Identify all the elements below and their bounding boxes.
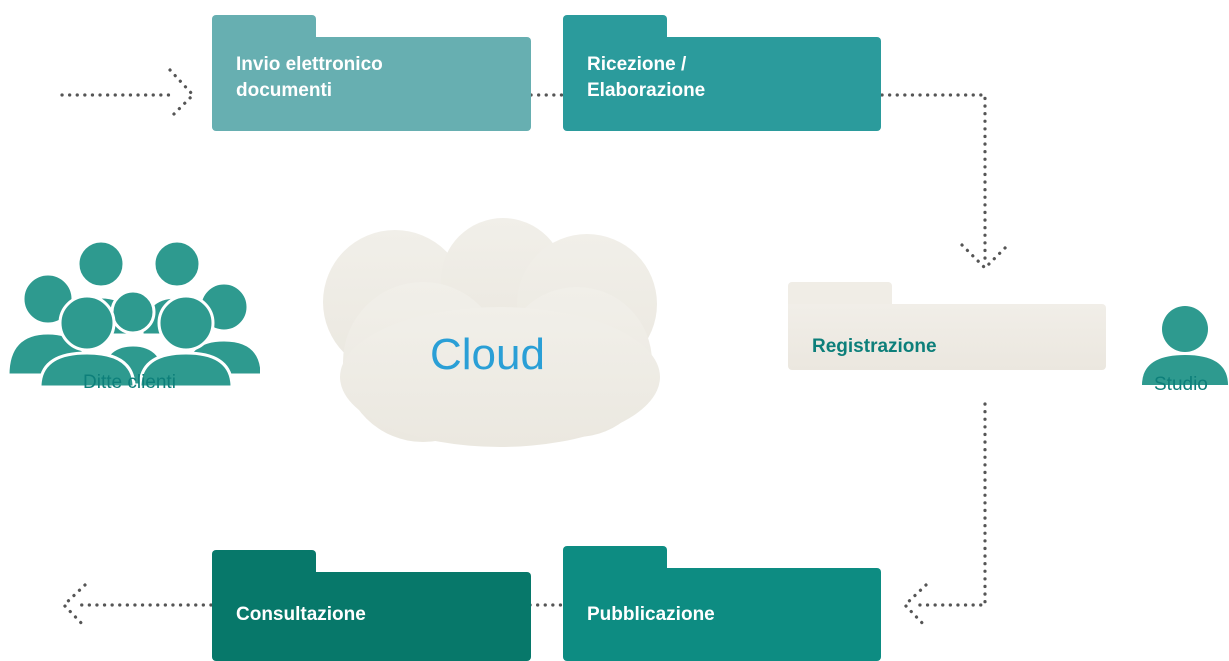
folder-invio-label-line2: documenti bbox=[236, 80, 333, 101]
folder-invio-label-line1: Invio elettronico bbox=[236, 54, 383, 75]
folder-registrazione: Registrazione bbox=[788, 282, 1106, 370]
folder-ricezione-label-line2: Elaborazione bbox=[587, 80, 706, 101]
connector-registrazione-pubblicazione bbox=[913, 402, 987, 607]
folder-consultazione-label: Consultazione bbox=[236, 604, 366, 625]
connector-output-arrowhead bbox=[61, 583, 87, 629]
cloud-icon bbox=[323, 218, 660, 447]
folder-pubblicazione: Pubblicazione bbox=[563, 546, 881, 661]
connector-pubblicazione-arrowhead bbox=[902, 583, 928, 629]
people-group-icon bbox=[6, 239, 260, 389]
connector-ricezione-registrazione bbox=[880, 93, 987, 267]
connector-registrazione-arrowhead bbox=[960, 243, 1010, 271]
folder-registrazione-label: Registrazione bbox=[812, 336, 937, 357]
clients-label: Ditte clienti bbox=[83, 372, 176, 393]
person-icon bbox=[1142, 306, 1228, 385]
studio-label: Studio bbox=[1154, 374, 1208, 395]
folder-invio: Invio elettronico documenti bbox=[212, 15, 531, 131]
folder-ricezione: Ricezione / Elaborazione bbox=[563, 15, 881, 131]
connector-input-arrowhead bbox=[168, 68, 196, 120]
folder-consultazione: Consultazione bbox=[212, 550, 531, 661]
cloud-label: Cloud bbox=[430, 330, 545, 379]
folder-ricezione-label-line1: Ricezione / bbox=[587, 54, 687, 75]
folder-pubblicazione-label: Pubblicazione bbox=[587, 604, 715, 625]
